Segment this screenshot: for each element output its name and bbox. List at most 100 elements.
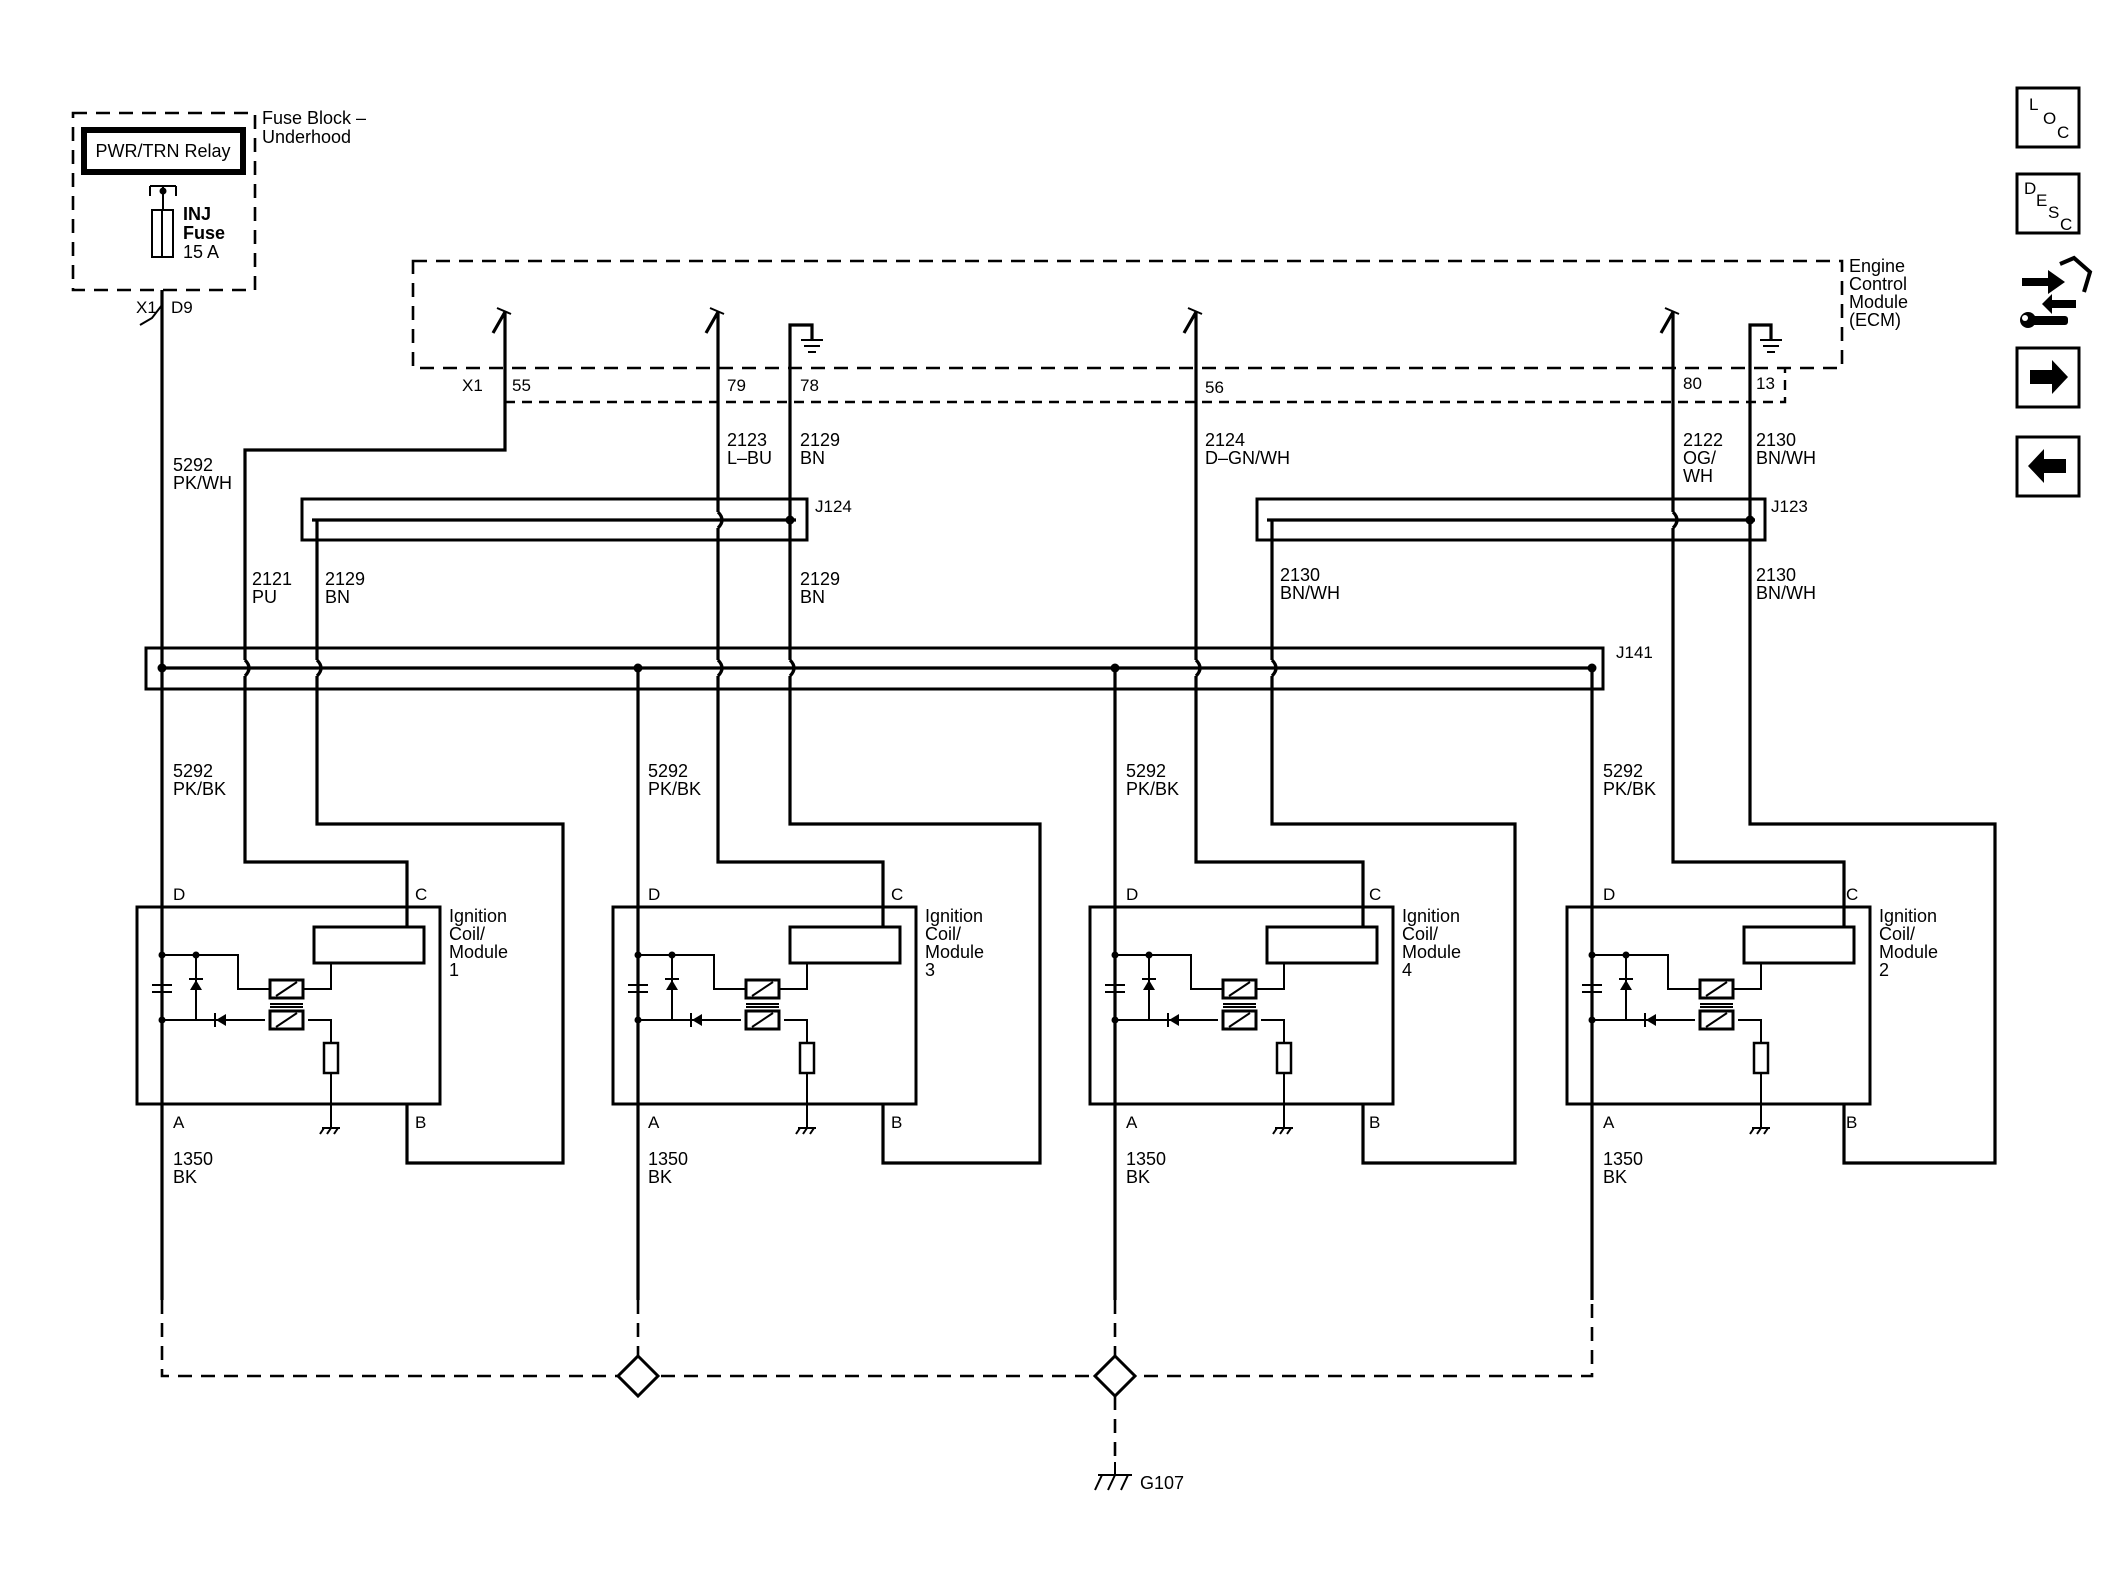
ecm-switch-56 [1182,307,1203,368]
coil3-title-4: 3 [925,960,935,980]
j124-label: J124 [815,497,852,516]
label-2124-num: 2124 [1205,430,1245,450]
label-5292-pkbk-1-color: PK/BK [173,779,226,799]
pwr-trn-relay [81,127,246,175]
coil4-pin-b: B [1369,1113,1380,1132]
ecm-pin-55: 55 [512,376,531,395]
coil3-pin-c: C [891,885,903,904]
ground-label: G107 [1140,1473,1184,1493]
coil4-pin-a: A [1126,1113,1138,1132]
label-5292-pkbk-3-color: PK/BK [1126,779,1179,799]
label-2122-color1: OG/ [1683,448,1716,468]
label-5292-pkbk-1-num: 5292 [173,761,213,781]
wire-labels: 5292 PK/WH 2123 L–BU 2129 BN 2124 D–GN/W… [173,430,1816,1187]
label-1350-3-color: BK [1126,1167,1150,1187]
splice-j123: J123 [1255,497,1808,542]
coil4-title-4: 4 [1402,960,1412,980]
loc-letter-l: L [2029,95,2038,114]
fuse-block-title-2: Underhood [262,127,351,147]
ecm-title-1: Engine [1849,256,1905,276]
connector-wrench-icon[interactable] [2020,255,2093,328]
coil1-pin-c: C [415,885,427,904]
coil3-pin-a: A [648,1113,660,1132]
coil2-title-1: Ignition [1879,906,1937,926]
coil1-title-4: 1 [449,960,459,980]
ignition-coil-module-2: D C A B Ignition Coil/ Module 2 [1565,885,1938,1135]
ecm-title-3: Module [1849,292,1908,312]
splice-diamond-2 [1092,1353,1138,1399]
coil4-title-3: Module [1402,942,1461,962]
coil3-pin-d: D [648,885,660,904]
label-1350-1-num: 1350 [173,1149,213,1169]
coil4-pin-c: C [1369,885,1381,904]
coil1-pin-b: B [415,1113,426,1132]
ecm-pin-56: 56 [1205,378,1224,397]
ecm-switch-80 [1659,307,1680,368]
label-5292-pkbk-3-num: 5292 [1126,761,1166,781]
label-2121-num: 2121 [252,569,292,589]
label-2122-num: 2122 [1683,430,1723,450]
engine-control-module: Engine Control Module (ECM) X1 55 79 78 … [411,256,1908,404]
label-5292-pkwh-num: 5292 [173,455,213,475]
splice-diamond-1 [615,1353,661,1399]
label-2121-color: PU [252,587,277,607]
ecm-title-2: Control [1849,274,1907,294]
loc-button[interactable]: L O C [2015,86,2081,149]
label-5292-pkwh-color: PK/WH [173,473,232,493]
relay-label: PWR/TRN Relay [95,141,230,161]
desc-letter-s: S [2048,203,2059,222]
desc-letter-d: D [2024,179,2036,198]
ecm-title-4: (ECM) [1849,310,1901,330]
chassis-ground-icon [1094,1462,1132,1491]
desc-button[interactable]: D E S C [2015,172,2081,235]
loc-letter-c: C [2057,123,2069,142]
label-2130-left-num: 2130 [1280,565,1320,585]
fuse-name-1: INJ [183,204,211,224]
coil2-pin-b: B [1846,1113,1857,1132]
coil1-pin-d: D [173,885,185,904]
label-5292-pkbk-4-color: PK/BK [1603,779,1656,799]
coil4-title-2: Coil/ [1402,924,1438,944]
label-2123-color: L–BU [727,448,772,468]
label-2129-right-color: BN [800,587,825,607]
label-2123-num: 2123 [727,430,767,450]
desc-letter-c: C [2060,215,2072,234]
j141-label: J141 [1616,643,1653,662]
label-1350-1-color: BK [173,1167,197,1187]
label-5292-pkbk-4-num: 5292 [1603,761,1643,781]
ecm-pin-79: 79 [727,376,746,395]
arrow-right-icon[interactable] [2015,346,2081,409]
coil1-pin-a: A [173,1113,185,1132]
fuse-rating: 15 A [183,242,219,262]
coil1-title-2: Coil/ [449,924,485,944]
fuse-name-2: Fuse [183,223,225,243]
ecm-pin-80: 80 [1683,374,1702,393]
ecm-connector-label: X1 [462,376,483,395]
label-2129-left-num: 2129 [325,569,365,589]
label-2130-left-color: BN/WH [1280,583,1340,603]
label-5292-pkbk-2-color: PK/BK [648,779,701,799]
ecm-ground-13-icon [1748,323,1782,368]
label-2130-right-color: BN/WH [1756,583,1816,603]
fuse-block-title-1: Fuse Block – [262,108,366,128]
label-2129-top-color: BN [800,448,825,468]
coil2-title-3: Module [1879,942,1938,962]
fuse-block-underhood: Fuse Block – Underhood PWR/TRN Relay INJ… [71,108,366,326]
ground-network: G107 [160,1300,1594,1493]
coil2-pin-c: C [1846,885,1858,904]
coil3-title-3: Module [925,942,984,962]
coil4-title-1: Ignition [1402,906,1460,926]
ignition-coil-module-4: D C A B Ignition Coil/ Module 4 [1088,885,1461,1135]
splice-j141: J141 [144,643,1653,691]
loc-letter-o: O [2043,109,2056,128]
fuse-pin-label: D9 [171,298,193,317]
coil3-title-1: Ignition [925,906,983,926]
arrow-left-icon[interactable] [2015,435,2081,498]
desc-letter-e: E [2036,191,2047,210]
ecm-switch-79 [704,307,725,368]
label-2130-top-num: 2130 [1756,430,1796,450]
coil3-pin-b: B [891,1113,902,1132]
ecm-pin-13: 13 [1756,374,1775,393]
ecm-switch-55 [491,307,512,368]
